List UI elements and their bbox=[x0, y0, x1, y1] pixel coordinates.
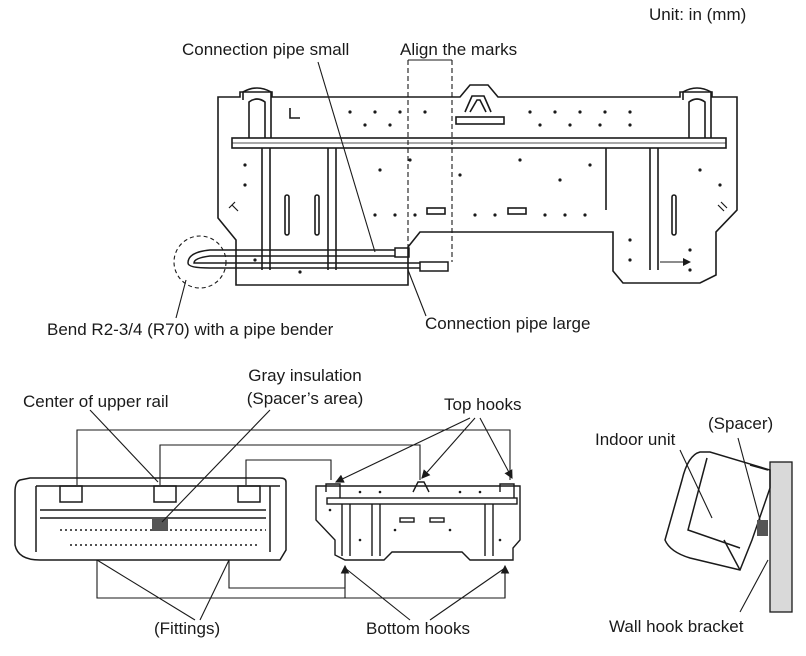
label-connection-pipe-large: Connection pipe large bbox=[425, 314, 591, 333]
label-align-the-marks: Align the marks bbox=[400, 40, 518, 59]
wall bbox=[769, 461, 793, 613]
bottom-frames bbox=[76, 429, 511, 599]
indoor-unit-side bbox=[664, 451, 771, 571]
top-mounting-plate bbox=[217, 84, 738, 286]
gray-insulation-block bbox=[152, 517, 168, 531]
label-top-hooks: Top hooks bbox=[444, 395, 522, 414]
label-wall-hook-bracket: Wall hook bracket bbox=[609, 617, 744, 636]
label-fittings: (Fittings) bbox=[154, 619, 221, 638]
connection-pipes bbox=[173, 235, 449, 289]
label-connection-pipe-small: Connection pipe small bbox=[182, 40, 350, 59]
plate-holes bbox=[243, 110, 722, 274]
side-view bbox=[664, 437, 793, 613]
label-spacers-area: (Spacer’s area) bbox=[246, 389, 364, 408]
small-mounting-plate bbox=[315, 481, 521, 561]
label-spacer: (Spacer) bbox=[708, 414, 774, 433]
unit-note: Unit: in (mm) bbox=[649, 5, 747, 24]
spacer-block bbox=[757, 520, 768, 536]
small-plate-holes bbox=[328, 490, 502, 542]
label-bottom-hooks: Bottom hooks bbox=[366, 619, 470, 638]
indoor-unit-rear bbox=[14, 477, 287, 561]
label-bend: Bend R2-3/4 (R70) with a pipe bender bbox=[47, 320, 334, 339]
label-indoor-unit: Indoor unit bbox=[595, 430, 676, 449]
hook-arrows bbox=[89, 409, 513, 621]
top-leader-lines bbox=[175, 59, 453, 319]
label-center-of-upper-rail: Center of upper rail bbox=[23, 392, 169, 411]
label-gray-insulation: Gray insulation bbox=[248, 366, 362, 385]
